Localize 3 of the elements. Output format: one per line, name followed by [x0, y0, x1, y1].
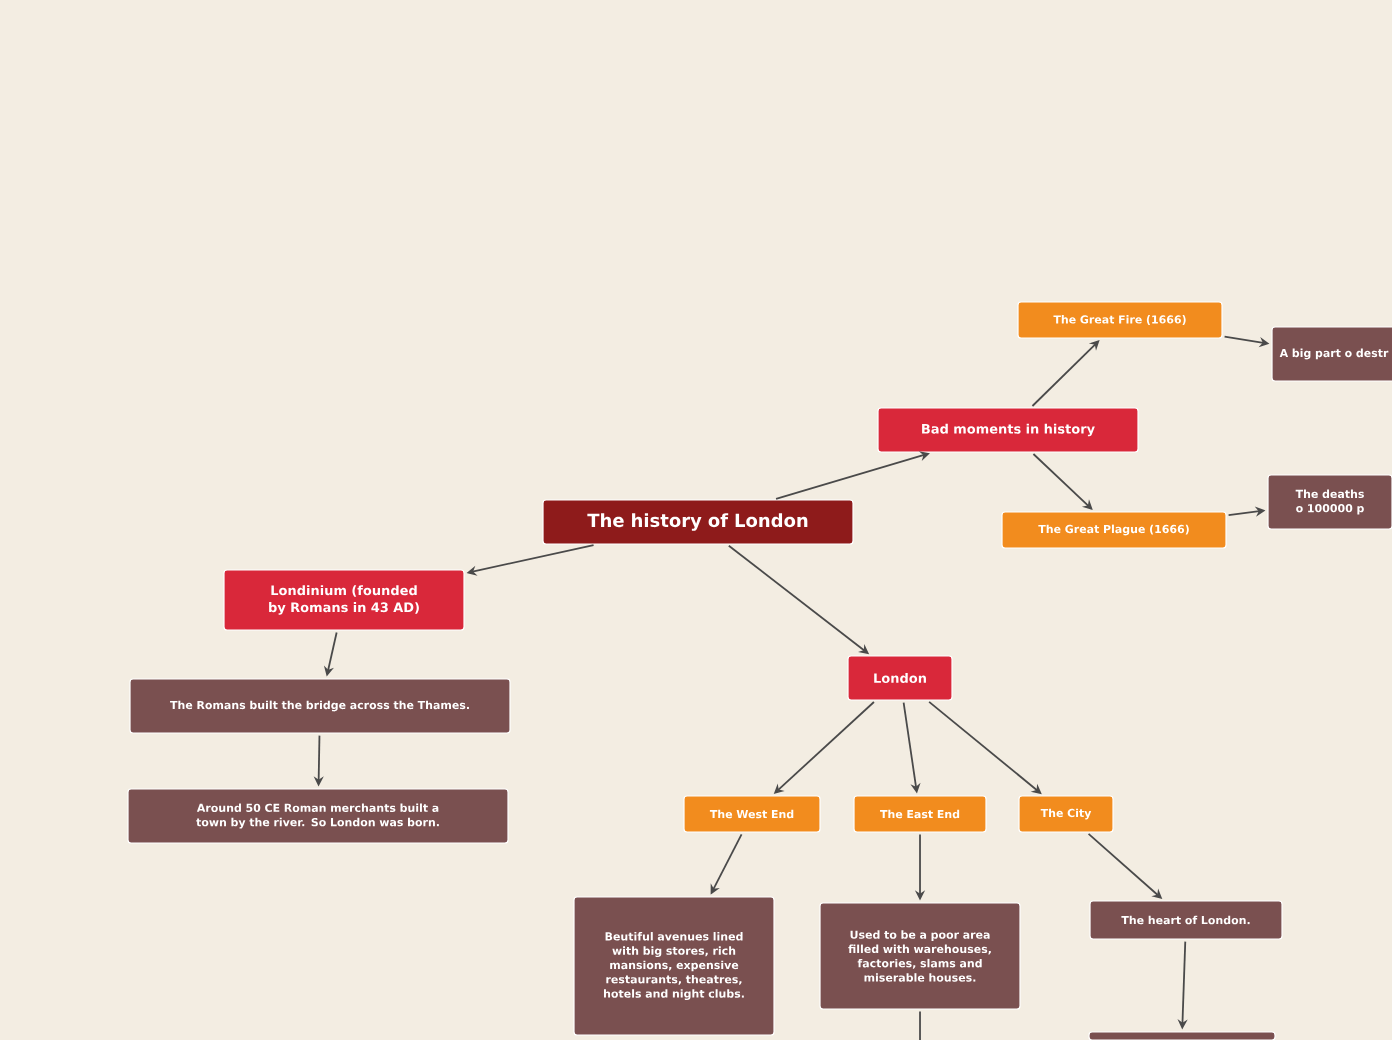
arrow: [1031, 340, 1100, 407]
note-box: [1088, 1031, 1276, 1040]
central-topic-box: The history of London: [542, 499, 854, 545]
